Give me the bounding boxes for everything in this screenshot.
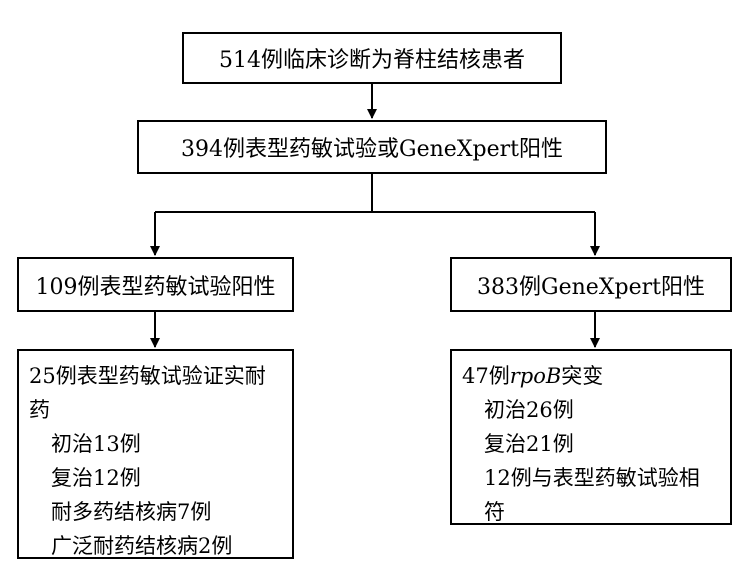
- left-detail-item-mdr: 耐多药结核病7例: [51, 500, 212, 524]
- rpob-gene-name: rpoB: [509, 364, 562, 388]
- right-mid-box-text: 383例GeneXpert阳性: [477, 274, 705, 300]
- second-box-text: 394例表型药敏试验或GeneXpert阳性: [181, 137, 563, 162]
- second-box: 394例表型药敏试验或GeneXpert阳性: [137, 120, 607, 174]
- left-detail-heading: 25例表型药敏试验证实耐药: [29, 364, 266, 422]
- rpob-count: 47例: [462, 364, 510, 388]
- left-mid-box: 109例表型药敏试验阳性: [17, 257, 294, 312]
- top-box-text: 514例临床诊断为脊柱结核患者: [219, 48, 525, 73]
- left-detail-box: 25例表型药敏试验证实耐药 初治13例 复治12例 耐多药结核病7例 广泛耐药结…: [17, 349, 294, 559]
- left-detail-item-new: 初治13例: [51, 432, 141, 456]
- rpob-suffix: 突变: [561, 364, 604, 388]
- left-detail-item-xdr: 广泛耐药结核病2例: [51, 534, 233, 558]
- left-detail-item-retreated: 复治12例: [51, 466, 141, 490]
- right-detail-item-retreated: 复治21例: [484, 432, 574, 456]
- right-detail-heading: 47例rpoB突变: [462, 359, 720, 393]
- right-detail-item-new: 初治26例: [484, 398, 574, 422]
- top-box: 514例临床诊断为脊柱结核患者: [182, 32, 562, 84]
- right-detail-box: 47例rpoB突变 初治26例 复治21例 12例与表型药敏试验相符: [450, 349, 732, 525]
- right-detail-match-line: 12例与表型药敏试验相符: [484, 466, 700, 524]
- left-mid-box-text: 109例表型药敏试验阳性: [35, 274, 276, 300]
- right-mid-box: 383例GeneXpert阳性: [450, 257, 732, 312]
